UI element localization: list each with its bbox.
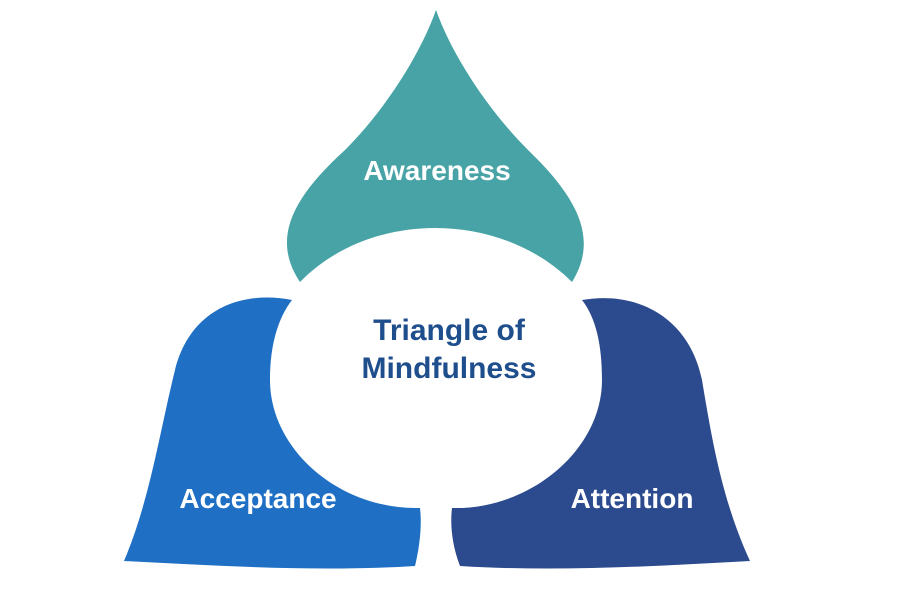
- petal-acceptance: [124, 297, 421, 569]
- center-title-line1: Triangle of: [373, 314, 526, 347]
- center-title-line2: Mindfulness: [361, 352, 536, 385]
- petal-label-attention: Attention: [571, 483, 694, 514]
- petal-label-awareness: Awareness: [363, 155, 510, 186]
- petal-attention: [451, 298, 750, 569]
- petal-awareness: [286, 10, 584, 282]
- petal-label-acceptance: Acceptance: [179, 483, 336, 514]
